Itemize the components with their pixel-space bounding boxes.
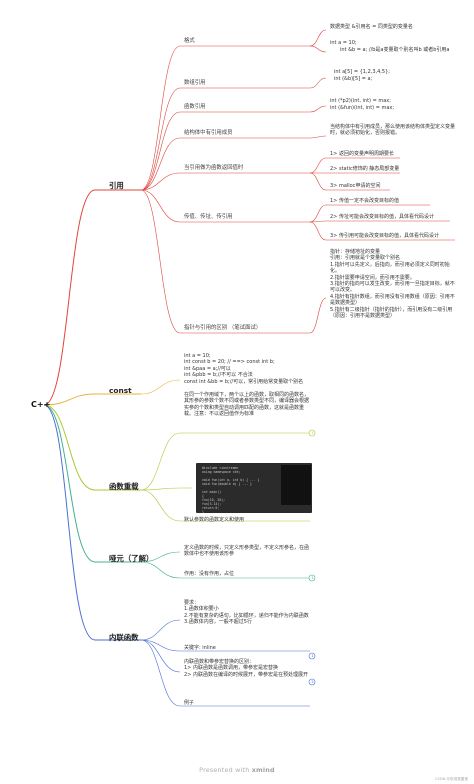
collapse-badge[interactable] <box>308 574 316 582</box>
badge-count[interactable]: 1 <box>311 654 314 658</box>
badge-count[interactable]: 2 <box>311 680 314 684</box>
const-examples: int a = 10; int const b = 20; // ==> con… <box>184 353 304 385</box>
inline-vs-macro: 内联函数和带参宏替换的区别： 1> 内联函数是函数调用，带参宏是宏替换 2> 内… <box>184 659 308 678</box>
code-line: return 0; <box>202 506 220 510</box>
return-ref-item-3: 3> malloc申请的空间 <box>330 183 381 189</box>
pass-item-1: 1> 传值一定不会改变目标的值 <box>330 198 399 204</box>
badge-count[interactable]: 1 <box>311 431 314 435</box>
return-ref-item-2: 2> static修饰的 静态局部变量 <box>330 166 400 172</box>
watermark: CSDN @叹观赏雷鬼 <box>435 777 468 781</box>
code-line: #include <iostream> <box>202 466 239 470</box>
collapse-badge[interactable] <box>308 429 316 437</box>
branch-placeholder-param[interactable]: 哑元（了解） <box>109 554 154 563</box>
inline-example[interactable]: 例子 <box>184 700 195 706</box>
code-line: using namespace std; <box>202 470 241 474</box>
code-line: fun(10, 20); <box>202 498 226 502</box>
func-ref-line-1: int (*p2)(int, int) = max; <box>330 98 391 104</box>
format-example-2: int &b = a; //b是a变量取个别名叫b 或者b引用a <box>340 47 450 53</box>
topic-format[interactable]: 格式 <box>184 38 195 44</box>
branch-const[interactable]: const <box>109 386 132 395</box>
topic-function-reference[interactable]: 函数引用 <box>184 104 206 110</box>
code-line: int main() <box>202 490 222 494</box>
topic-return-reference[interactable]: 当引用做为函数返回值时 <box>184 165 244 171</box>
format-example-1: int a = 10; <box>330 40 357 46</box>
terminal-output <box>281 465 311 505</box>
code-line: { <box>202 494 204 498</box>
array-ref-line-1: int a[5] = {1,2,3,4,5}; <box>334 69 390 75</box>
collapse-badge[interactable] <box>308 652 316 660</box>
overload-code-screenshot: #include <iostream> using namespace std;… <box>196 463 312 513</box>
struct-ref-text: 当结构体中有引用成员，那么使用该结构体类型定义变量时，就必须初始化，否则报错。 <box>330 124 456 137</box>
presented-with-footer: Presented with xmind <box>0 766 474 774</box>
branch-inline[interactable]: 内联函数 <box>109 633 139 642</box>
code-line: } <box>202 510 204 513</box>
inline-requirements: 要求： 1.函数体积要小 2.不能有复杂的语句，比如循环，递归不能作为内联函数 … <box>184 600 309 626</box>
topic-array-reference[interactable]: 数组引用 <box>184 80 206 86</box>
placeholder-purpose: 作用：没有作用，占位 <box>184 571 235 577</box>
topic-struct-reference[interactable]: 结构体中有引用成员 <box>184 130 233 136</box>
placeholder-description: 定义函数的时候，只定义形参类型，不定义形参名，在函数体中也不使用该形参 <box>184 545 310 558</box>
pointer-vs-reference-text: 指针：存储地址的变量 引用：引用就是个变量取个别名 1.指针可以先定义，后指向，… <box>330 249 455 320</box>
code-line: void fun(double a) { ... } <box>202 482 252 486</box>
inline-keyword: 关键字: inline <box>184 645 216 651</box>
return-ref-item-1: 1> 返回的变量声明周期要长 <box>330 151 394 157</box>
pass-item-3: 3> 传引用可能会改变目标的值，具体看代码设计 <box>330 233 439 239</box>
xmind-brand: xmind <box>251 766 275 774</box>
overload-description: 在同一个作用域下，两个以上的函数，取相同的函数名，其形参的参数个数不同或者参数类… <box>184 392 310 418</box>
topic-pointer-vs-reference[interactable]: 指针与引用的区别 （笔试面试） <box>184 325 262 331</box>
code-line: fun(3.14); <box>202 502 222 506</box>
pass-item-2: 2> 传址可能会改变目标的值，具体看代码设计 <box>330 214 434 220</box>
topic-pass-by[interactable]: 传值、传址、传引用 <box>184 214 233 220</box>
collapse-badge[interactable] <box>308 678 316 686</box>
branch-overload[interactable]: 函数重载 <box>109 482 139 491</box>
format-syntax: 数据类型 &引用名 = 同类型的变量名 <box>330 24 413 30</box>
array-ref-line-2: int (&b)[5] = a; <box>334 76 373 82</box>
default-args-topic[interactable]: 默认参数的函数定义和使用 <box>184 517 245 523</box>
root-topic[interactable]: C++ <box>31 400 51 409</box>
func-ref-line-2: int (&fun)(int, int) = max; <box>330 105 395 111</box>
code-line: void fun(int a, int b) { ... } <box>202 478 260 482</box>
footer-prefix: Presented with <box>199 766 252 774</box>
badge-count[interactable]: 1 <box>311 576 314 580</box>
branch-reference[interactable]: 引用 <box>109 181 124 190</box>
